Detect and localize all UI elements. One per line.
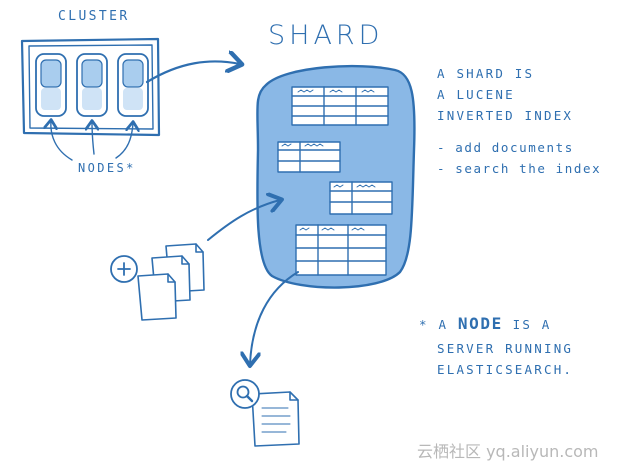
cluster-box xyxy=(20,37,161,137)
node-2 xyxy=(76,53,108,117)
footnote-node-word: NODE xyxy=(457,314,503,333)
footnote-line-3: ELASTICSEARCH. xyxy=(437,362,574,377)
add-documents-arrow xyxy=(207,200,280,241)
index-table-3 xyxy=(329,181,393,215)
footnote-line-1-rest: IS A xyxy=(512,317,552,332)
index-table-4 xyxy=(295,224,387,276)
shard-title: SHARD xyxy=(268,20,384,51)
footnote-prefix: * A xyxy=(419,317,449,332)
footnote-line-2: SERVER RUNNING xyxy=(437,341,574,356)
footnote-line-1: * A NODE IS A xyxy=(419,314,552,333)
shard-description-line-3: INVERTED INDEX xyxy=(437,108,574,123)
document-icon xyxy=(251,391,300,447)
documents-stack-icon xyxy=(137,243,205,321)
bullet-search-index: - search the index xyxy=(437,161,602,176)
nodes-label: NODES* xyxy=(78,161,136,175)
nodes-pointer-arrows xyxy=(51,121,133,161)
index-table-2 xyxy=(277,141,341,173)
search-arrow xyxy=(250,271,299,364)
plus-circle-icon xyxy=(110,255,138,283)
watermark: 云栖社区 yq.aliyun.com xyxy=(417,442,599,461)
node-1 xyxy=(35,53,67,117)
shard-description-line-2: A LUCENE xyxy=(437,87,515,102)
shard-description-line-1: A SHARD IS xyxy=(437,66,535,81)
magnifier-icon xyxy=(230,379,260,409)
bullet-add-documents: - add documents xyxy=(437,140,574,155)
index-table-1 xyxy=(291,86,389,126)
node-to-shard-arrow xyxy=(145,61,240,84)
cluster-label: CLUSTER xyxy=(58,9,130,24)
node-3 xyxy=(117,53,149,117)
